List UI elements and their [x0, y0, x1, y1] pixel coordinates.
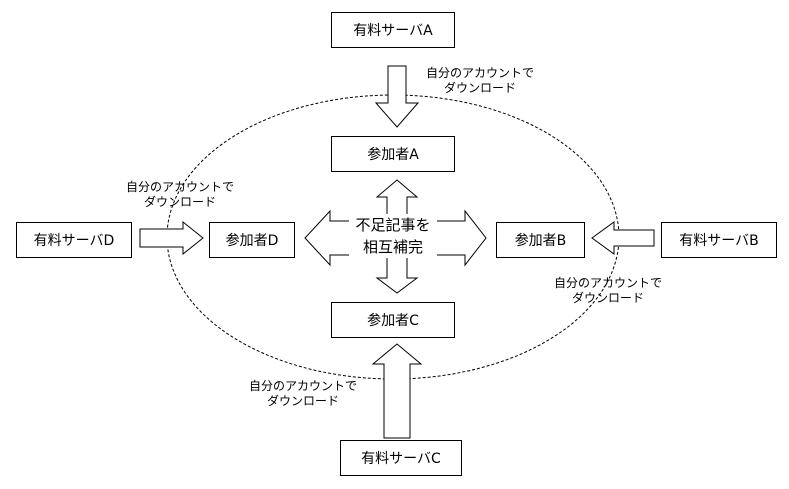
download-arrow-a: [374, 65, 420, 128]
paid-server-b-label: 有料サーバB: [679, 233, 759, 249]
download-note-a: 自分のアカウントで ダウンロード: [420, 66, 540, 96]
download-note-a-line2: ダウンロード: [443, 81, 516, 95]
download-arrow-b: [591, 221, 655, 255]
participant-c-label: 参加者C: [367, 313, 419, 329]
download-note-b-line2: ダウンロード: [571, 291, 644, 305]
download-note-d-line2: ダウンロード: [143, 195, 216, 209]
download-note-d: 自分のアカウントで ダウンロード: [120, 180, 240, 210]
mutual-exchange-line2: 相互補完: [362, 238, 423, 256]
paid-server-d-label: 有料サーバD: [33, 233, 115, 249]
paid-server-a: 有料サーバA: [331, 12, 455, 48]
download-note-d-line1: 自分のアカウントで: [125, 180, 234, 194]
paid-server-d: 有料サーバD: [16, 222, 132, 258]
mutual-exchange-line1: 不足記事を: [355, 216, 431, 234]
download-note-c-line1: 自分のアカウントで: [248, 379, 357, 393]
participant-d-label: 参加者D: [225, 233, 279, 249]
participant-c: 参加者C: [331, 302, 455, 338]
participant-b: 参加者B: [496, 222, 585, 258]
download-arrow-d: [139, 220, 204, 256]
download-note-b-line1: 自分のアカウントで: [553, 276, 662, 290]
download-arrow-c: [371, 343, 423, 439]
paid-server-a-label: 有料サーバA: [353, 23, 433, 39]
download-note-c: 自分のアカウントで ダウンロード: [243, 379, 363, 409]
download-note-a-line1: 自分のアカウントで: [425, 66, 534, 80]
participant-b-label: 参加者B: [514, 233, 567, 249]
mutual-exchange-label: 不足記事を 相互補完: [349, 214, 437, 258]
paid-server-c-label: 有料サーバC: [361, 451, 441, 467]
participant-a-label: 参加者A: [367, 147, 419, 163]
paid-server-c: 有料サーバC: [340, 440, 462, 476]
participant-d: 参加者D: [209, 222, 295, 258]
download-note-c-line2: ダウンロード: [266, 394, 339, 408]
download-note-b: 自分のアカウントで ダウンロード: [548, 276, 668, 306]
participant-a: 参加者A: [331, 136, 455, 172]
paid-server-b: 有料サーバB: [661, 222, 777, 258]
